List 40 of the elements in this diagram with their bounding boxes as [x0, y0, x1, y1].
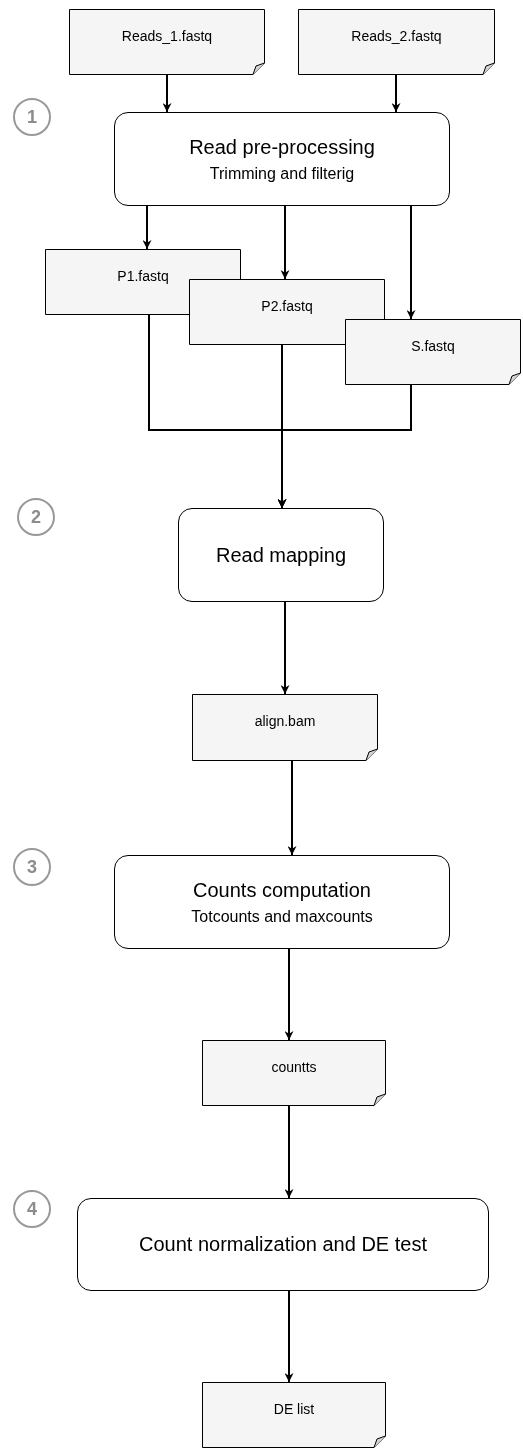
- arrow: [280, 205, 290, 280]
- document-note: [298, 9, 495, 75]
- step-number: 3: [27, 855, 37, 879]
- process-title: Count normalization and DE test: [139, 1232, 427, 1257]
- document-note: [189, 279, 385, 345]
- process-title: Read pre-processing: [189, 134, 375, 160]
- step-number: 1: [27, 105, 37, 129]
- process-title: Read mapping: [215, 542, 347, 568]
- file-name: align.bam: [254, 712, 316, 731]
- document-note: [69, 9, 265, 75]
- file-name: countts: [271, 1057, 317, 1077]
- arrow: [284, 1105, 294, 1199]
- file-name: P2.fastq: [261, 296, 313, 316]
- process-box: [114, 855, 450, 949]
- arrow: [287, 760, 297, 856]
- document-note: [202, 1040, 386, 1106]
- step-number: 4: [27, 1197, 37, 1221]
- process-subtitle: Totcounts and maxcounts: [191, 906, 373, 927]
- document-note: [202, 1382, 386, 1448]
- arrow: [284, 1290, 294, 1383]
- file-name: Reads_1.fastq: [121, 26, 213, 46]
- arrow: [406, 205, 416, 320]
- file-name: P1.fastq: [117, 266, 169, 286]
- process-box: [114, 112, 450, 206]
- process-title: Counts computation: [193, 877, 371, 903]
- process-box: [77, 1198, 489, 1291]
- process-box: [178, 508, 384, 602]
- process-subtitle: Trimming and filterig: [209, 163, 355, 184]
- file-name: DE list: [273, 1399, 315, 1419]
- file-name: Reads_2.fastq: [351, 26, 442, 46]
- arrow: [284, 948, 294, 1041]
- arrow: [280, 601, 290, 695]
- arrow: [277, 384, 412, 509]
- arrow: [142, 205, 152, 250]
- document-note: [192, 694, 378, 761]
- arrow: [162, 74, 172, 113]
- file-name: S.fastq: [411, 336, 455, 356]
- arrow: [391, 74, 401, 113]
- step-number: 2: [31, 505, 41, 529]
- document-note: [345, 319, 521, 385]
